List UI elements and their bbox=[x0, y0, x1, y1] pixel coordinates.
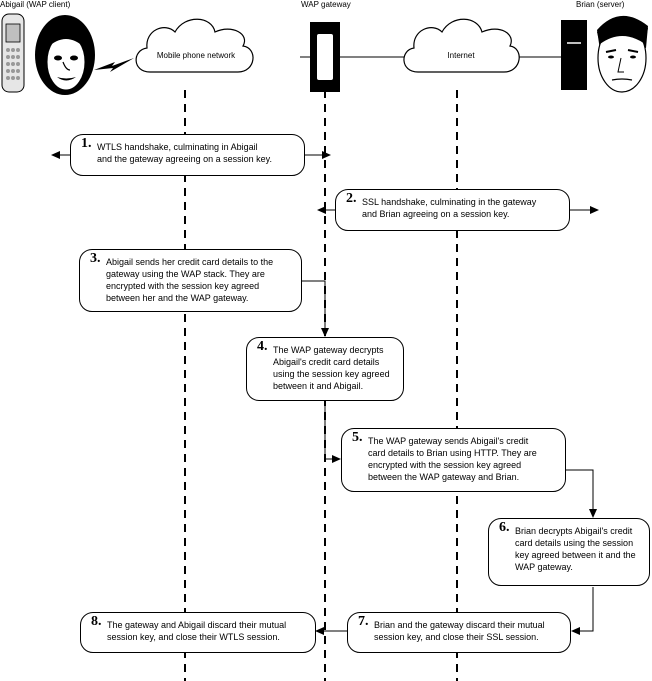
mobile-network-label: Mobile phone network bbox=[156, 51, 236, 60]
step-8-number: 8. bbox=[91, 614, 102, 629]
step-1-line-2: and the gateway agreeing on a session ke… bbox=[97, 154, 272, 164]
step-1-line-1: WTLS handshake, culminating in Abigail bbox=[97, 142, 258, 152]
step-4-box: 4. The WAP gateway decrypts Abigail's cr… bbox=[246, 337, 404, 401]
step-6-line-1: Brian decrypts Abigail's credit bbox=[515, 526, 633, 536]
step-7-line-1: Brian and the gateway discard their mutu… bbox=[374, 620, 545, 630]
step-3-line-4: between her and the WAP gateway. bbox=[106, 293, 249, 303]
step-4-line-2: Abigail's credit card details bbox=[273, 357, 380, 367]
step-1-box: 1. WTLS handshake, culminating in Abigai… bbox=[70, 134, 305, 176]
step-3-line-2: gateway using the WAP stack. They are bbox=[106, 269, 265, 279]
arrow-4-to-5 bbox=[324, 401, 341, 463]
step-2-line-2: and Brian agreeing on a session key. bbox=[362, 209, 510, 219]
step-5-box: 5. The WAP gateway sends Abigail's credi… bbox=[341, 428, 566, 492]
internet-cloud-icon bbox=[403, 18, 520, 73]
step-4-line-3: using the session key agreed bbox=[273, 369, 390, 379]
step-5-number: 5. bbox=[352, 430, 363, 445]
wireless-bolt-icon bbox=[94, 58, 134, 72]
step-5-line-4: between the WAP gateway and Brian. bbox=[368, 472, 520, 482]
actor-label-gateway: WAP gateway bbox=[301, 0, 351, 9]
step-3-number: 3. bbox=[90, 251, 101, 266]
wap-gateway-device-icon bbox=[310, 22, 340, 92]
step-5-line-1: The WAP gateway sends Abigail's credit bbox=[368, 436, 529, 446]
mobile-phone-icon bbox=[1, 13, 25, 93]
step-8-box: 8. The gateway and Abigail discard their… bbox=[80, 612, 316, 653]
arrow-3-to-4 bbox=[302, 280, 329, 337]
step-4-number: 4. bbox=[257, 339, 268, 354]
internet-label: Internet bbox=[447, 51, 475, 60]
abigail-face-icon bbox=[35, 15, 95, 95]
step-7-box: 7. Brian and the gateway discard their m… bbox=[347, 612, 571, 653]
step-2-number: 2. bbox=[346, 191, 357, 206]
step-8-line-1: The gateway and Abigail discard their mu… bbox=[107, 620, 287, 630]
step-5-line-3: encrypted with the session key agreed bbox=[368, 460, 522, 470]
step-3-line-1: Abigail sends her credit card details to… bbox=[106, 257, 274, 267]
actor-label-server: Brian (server) bbox=[576, 0, 625, 9]
step-8-line-2: session key, and close their WTLS sessio… bbox=[107, 632, 280, 642]
arrow-6-to-7 bbox=[571, 587, 594, 635]
brian-face-icon bbox=[597, 15, 648, 93]
step-5-line-2: card details to Brian using HTTP. They a… bbox=[368, 448, 537, 458]
step-2-line-1: SSL handshake, culminating in the gatewa… bbox=[362, 197, 537, 207]
step-6-line-2: card details using the session bbox=[515, 538, 634, 548]
step-3-line-3: encrypted with the session key agreed bbox=[106, 281, 260, 291]
step-6-number: 6. bbox=[499, 520, 510, 535]
step-7-line-2: session key, and close their SSL session… bbox=[374, 632, 539, 642]
step-3-box: 3. Abigail sends her credit card details… bbox=[79, 249, 302, 312]
step-6-box: 6. Brian decrypts Abigail's credit card … bbox=[488, 518, 650, 586]
mobile-network-cloud-icon bbox=[135, 18, 254, 73]
step-1-number: 1. bbox=[81, 136, 92, 151]
actor-label-client: Abigail (WAP client) bbox=[0, 0, 71, 9]
arrow-5-to-6 bbox=[566, 469, 597, 518]
step-7-number: 7. bbox=[358, 614, 369, 629]
step-2-box: 2. SSL handshake, culminating in the gat… bbox=[335, 189, 570, 231]
server-icon bbox=[561, 20, 587, 90]
step-6-line-4: WAP gateway. bbox=[515, 562, 573, 572]
step-4-line-4: between it and Abigail. bbox=[273, 381, 364, 391]
step-6-line-3: key agreed between it and the bbox=[515, 550, 636, 560]
step-4-line-1: The WAP gateway decrypts bbox=[273, 345, 384, 355]
